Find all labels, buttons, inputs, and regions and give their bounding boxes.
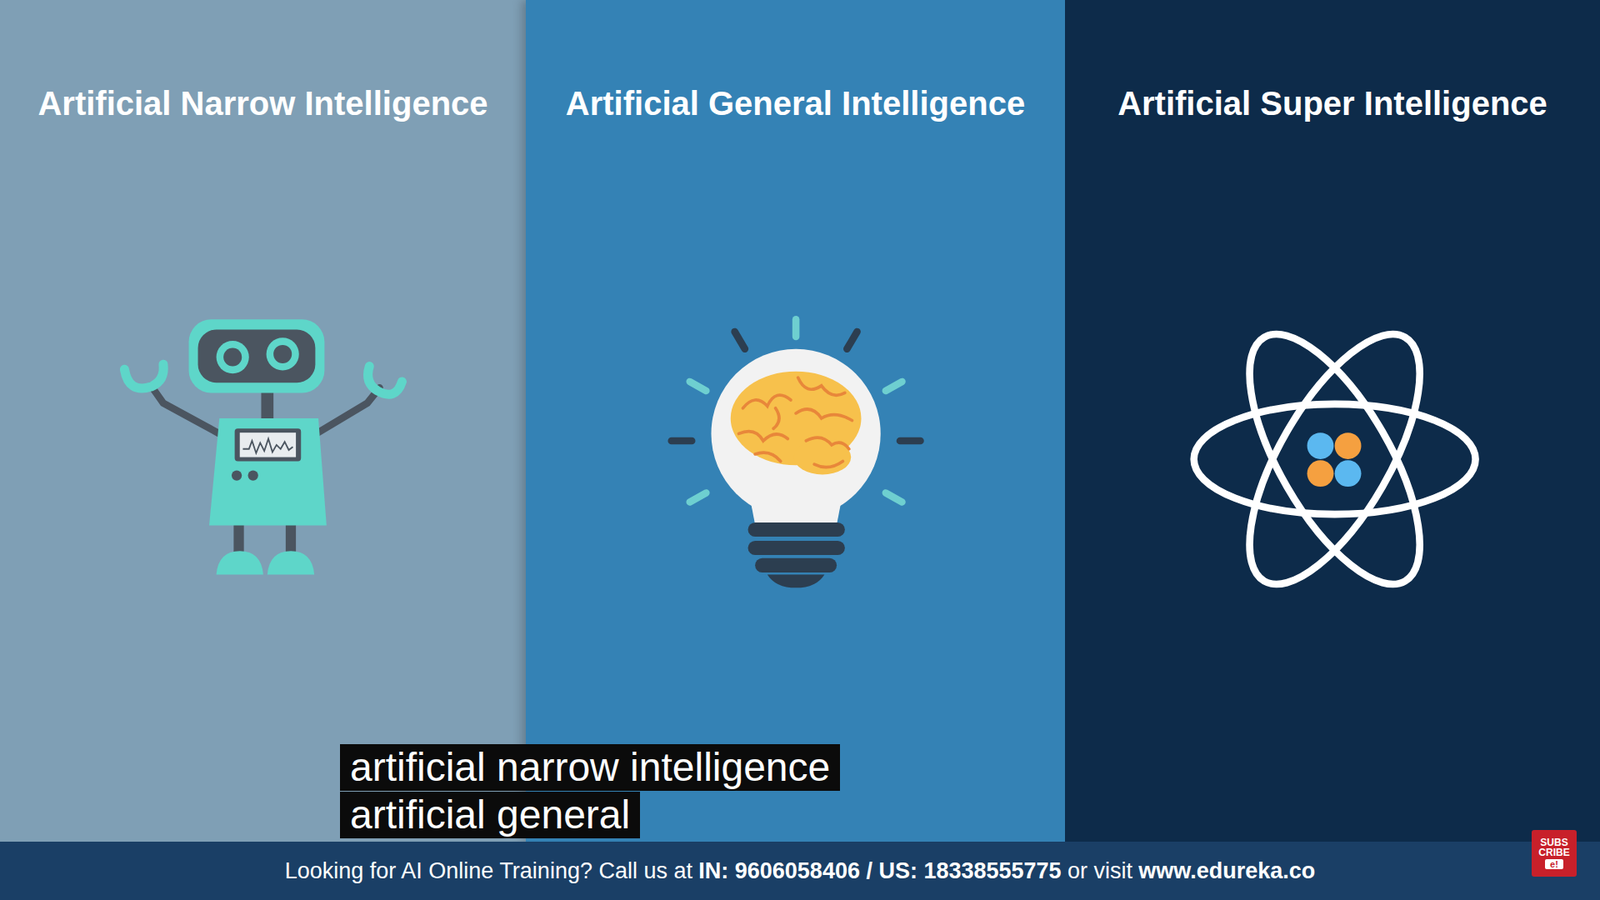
heading-wrap: Artificial General Intelligence — [525, 85, 1065, 123]
robot-icon — [124, 319, 402, 575]
heading-wrap: Artificial Super Intelligence — [1065, 85, 1600, 123]
category-band: Artificial Super Intelligence — [1065, 0, 1600, 842]
robot-body — [209, 418, 327, 526]
robot-screen — [235, 428, 302, 461]
bulb-base — [755, 558, 837, 573]
subtitle-line: artificial narrow intelligence — [340, 744, 840, 791]
badge-logo: e! — [1545, 859, 1564, 870]
robot-pupil — [223, 348, 242, 367]
atom-nucleus — [1335, 460, 1362, 487]
atom-nucleus — [1307, 432, 1335, 460]
robot-screen-face — [240, 432, 296, 457]
robot-eye — [266, 337, 300, 370]
promo-text: IN: 9606058406 / US: 18338555775 — [698, 858, 1061, 885]
robot-foot — [216, 550, 264, 575]
promo-bar: Looking for AI Online Training? Call us … — [0, 841, 1600, 900]
bulb-base — [748, 522, 845, 537]
promo-line: Looking for AI Online Training? Call us … — [285, 858, 1316, 885]
robot-neck — [260, 387, 274, 424]
badge-text: CRIBE — [1538, 847, 1570, 858]
robot-arm — [150, 385, 220, 435]
promo-text: www.edureka.co — [1138, 858, 1315, 885]
robot-claw — [368, 366, 403, 395]
robot-arm — [316, 387, 380, 434]
atom-nucleus — [1307, 460, 1335, 487]
robot-head — [189, 319, 325, 393]
robot-visor — [198, 330, 316, 384]
atom-orbit — [1216, 310, 1454, 610]
promo-text: or visit — [1067, 858, 1133, 885]
bulb-base — [748, 540, 845, 555]
subscribe-badge: SUBSCRIBEe! — [1531, 830, 1577, 877]
band-heading: Artificial Narrow Intelligence — [37, 85, 488, 123]
robot-button — [248, 470, 259, 480]
atom-nucleus — [1335, 432, 1362, 460]
robot-eye — [216, 340, 250, 374]
bulb-cap — [767, 574, 825, 588]
bulb-icon — [671, 319, 921, 588]
robot-foot — [267, 550, 315, 575]
bulb-neck — [748, 487, 845, 525]
robot-wave — [242, 439, 293, 454]
atom-icon — [1194, 310, 1476, 610]
robot-pupil — [273, 345, 292, 364]
badge-text: SUBS — [1540, 837, 1568, 848]
atom-orbit — [1194, 404, 1476, 515]
robot-button — [231, 470, 242, 480]
band-heading: Artificial Super Intelligence — [1117, 85, 1548, 123]
subtitle-line: artificial general — [340, 791, 640, 839]
atom-orbit — [1216, 310, 1454, 610]
robot-claw — [124, 364, 164, 389]
promo-text: Looking for AI Online Training? Call us … — [285, 858, 693, 885]
heading-wrap: Artificial Narrow Intelligence — [0, 85, 526, 123]
band-heading: Artificial General Intelligence — [565, 85, 1025, 123]
brain — [730, 371, 862, 475]
